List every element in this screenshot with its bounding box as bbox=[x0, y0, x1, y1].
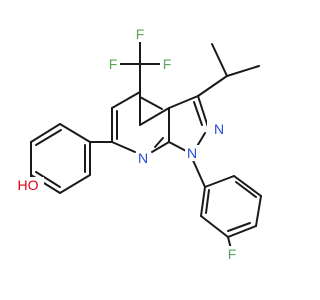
atom-background bbox=[136, 150, 150, 166]
bond bbox=[139, 107, 170, 126]
bond bbox=[35, 171, 61, 188]
atom-background bbox=[207, 121, 229, 137]
bond bbox=[59, 174, 91, 194]
atom-background bbox=[225, 246, 239, 262]
atom-background bbox=[185, 145, 199, 161]
atom-cf3-fluorine-top: F bbox=[136, 26, 145, 42]
bond bbox=[211, 43, 228, 77]
bond bbox=[233, 175, 262, 197]
bond bbox=[200, 186, 206, 217]
atom-background bbox=[106, 56, 120, 72]
bond bbox=[227, 225, 257, 238]
bond bbox=[197, 95, 209, 128]
atom-labels: N N N HO F F F F bbox=[14, 26, 239, 262]
bond bbox=[168, 95, 199, 109]
bond bbox=[235, 181, 257, 198]
bond bbox=[227, 222, 251, 232]
bond bbox=[111, 91, 141, 109]
bond bbox=[193, 101, 203, 126]
bond bbox=[191, 157, 206, 188]
bond bbox=[35, 129, 62, 146]
atom-background bbox=[133, 26, 147, 42]
bond bbox=[59, 123, 91, 143]
bond bbox=[154, 137, 164, 148]
atom-cf3-fluorine-right: F bbox=[163, 56, 172, 72]
atom-cf3-fluorine-left: F bbox=[109, 56, 118, 72]
bond bbox=[226, 65, 260, 77]
atom-n-pyrazole-2: N bbox=[214, 121, 224, 137]
bond bbox=[151, 141, 170, 153]
atom-background bbox=[160, 56, 174, 72]
bond bbox=[200, 215, 229, 238]
bond bbox=[197, 75, 228, 97]
bond bbox=[168, 141, 189, 153]
bond bbox=[30, 123, 61, 143]
atom-hydroxyl: HO bbox=[18, 177, 39, 193]
molecule-structure: N N N HO F F F F bbox=[14, 26, 262, 262]
atom-background bbox=[14, 177, 44, 193]
atom-n-pyrazole-1: N bbox=[187, 145, 197, 161]
bond bbox=[139, 96, 163, 110]
bond bbox=[205, 189, 210, 214]
atom-aryl-fluorine: F bbox=[228, 246, 237, 262]
bond bbox=[204, 175, 235, 188]
bond bbox=[111, 141, 136, 153]
atom-n-pyridine: N bbox=[138, 150, 148, 166]
bond bbox=[255, 195, 262, 227]
bonds bbox=[30, 41, 262, 250]
